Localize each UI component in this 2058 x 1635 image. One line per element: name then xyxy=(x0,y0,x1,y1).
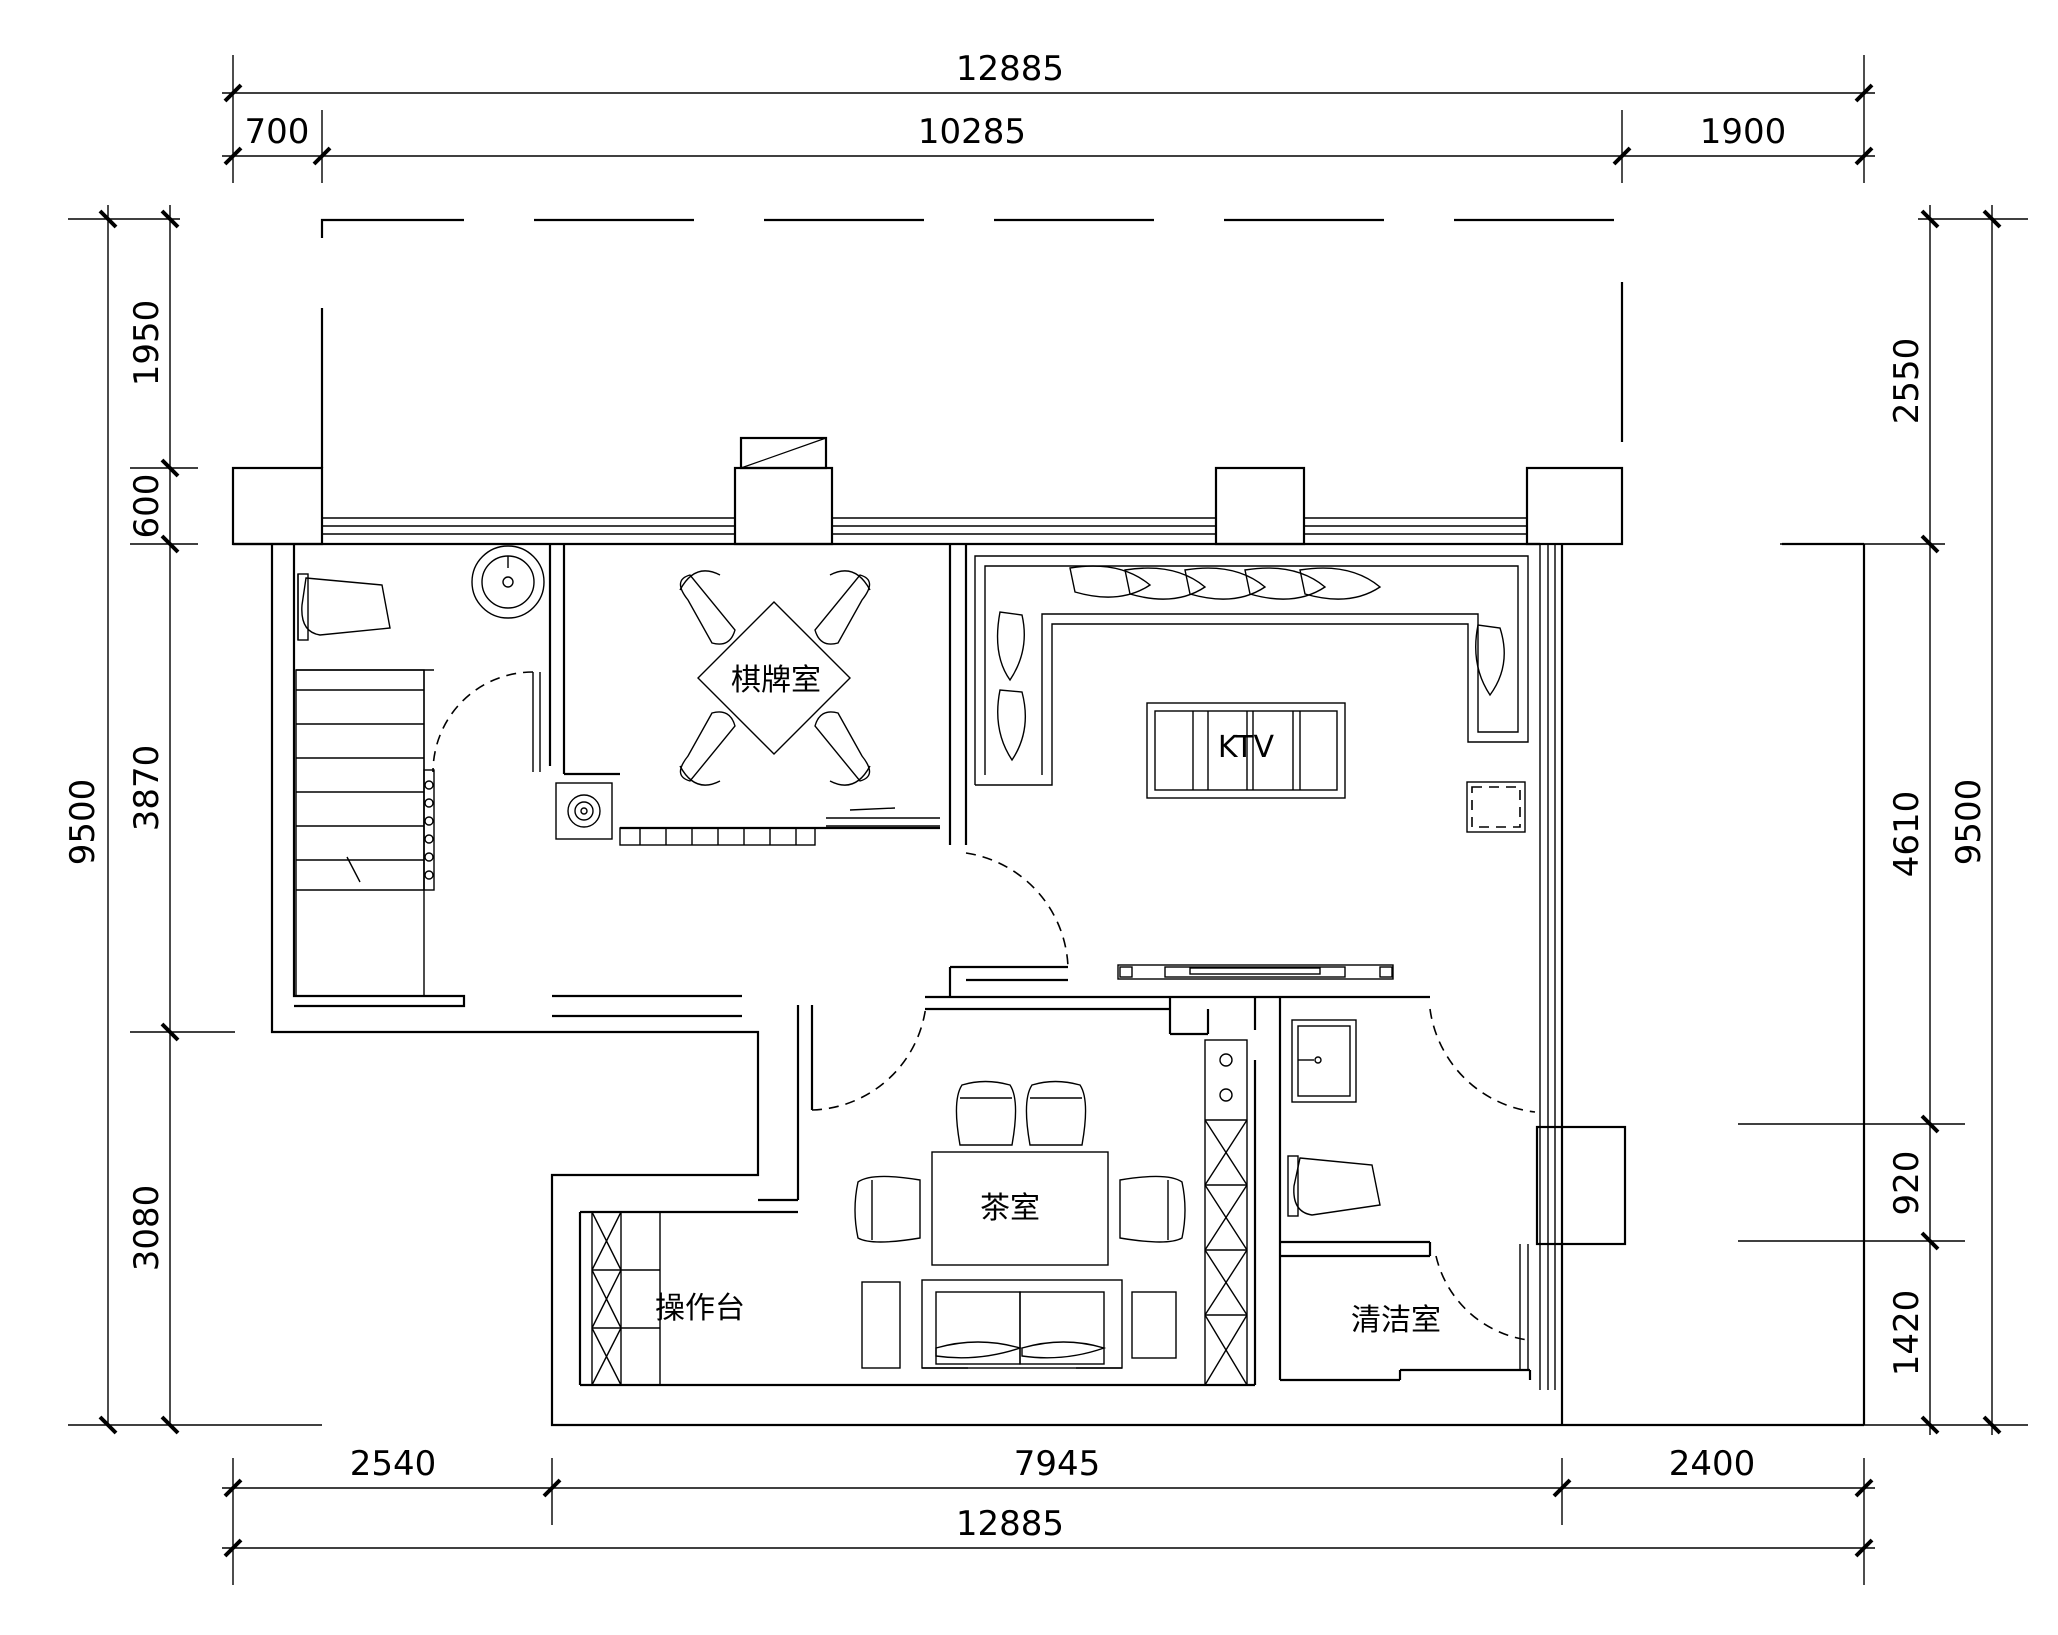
side-table-right xyxy=(1131,1291,1177,1359)
chess-chair-se xyxy=(814,711,871,786)
basin-icon xyxy=(471,545,545,619)
dim-bottom-left: 2540 xyxy=(350,1444,437,1484)
entry-fixtures xyxy=(297,545,613,840)
drain-icon xyxy=(555,782,613,840)
tall-cabinet xyxy=(1204,1039,1248,1386)
tea-table xyxy=(931,1151,1109,1266)
bathroom: 清洁室 xyxy=(1287,1008,1536,1370)
side-table-left xyxy=(861,1281,901,1369)
pilaster-mid xyxy=(1214,466,1306,546)
dim-right-1: 2550 xyxy=(1887,338,1927,425)
walls xyxy=(231,436,1866,1427)
toilet-icon xyxy=(301,577,391,636)
right-pier xyxy=(1535,1125,1627,1246)
chess-chair-nw xyxy=(679,570,736,645)
speaker-icon xyxy=(1466,781,1526,833)
chimney-top xyxy=(739,436,828,470)
ktv-table xyxy=(1146,702,1346,799)
dim-right-4: 1420 xyxy=(1887,1290,1927,1377)
dim-bottom-middle: 7945 xyxy=(1014,1444,1101,1484)
tv-console xyxy=(1117,964,1394,980)
stairs xyxy=(295,669,435,997)
chess-chair-sw xyxy=(679,711,736,786)
dim-left-total: 9500 xyxy=(63,779,103,866)
dimension-lines xyxy=(68,55,2028,1585)
dim-bottom-right: 2400 xyxy=(1669,1444,1756,1484)
tea-room: 操作台 茶室 xyxy=(591,1004,1248,1386)
dim-top-left: 700 xyxy=(245,112,310,152)
dim-left-3: 3870 xyxy=(127,745,167,832)
dim-top-middle: 10285 xyxy=(918,112,1026,152)
dim-right-3: 920 xyxy=(1887,1151,1927,1216)
dim-top-right: 1900 xyxy=(1700,112,1787,152)
room-label-counter: 操作台 xyxy=(655,1291,745,1326)
room-label-cleaning: 清洁室 xyxy=(1351,1303,1441,1338)
counter-cabinet xyxy=(591,1211,661,1386)
bath-toilet-icon xyxy=(1293,1157,1381,1216)
chess-chair-ne xyxy=(814,570,871,645)
ktv-room: KTV xyxy=(965,555,1529,980)
dim-bottom-total: 12885 xyxy=(956,1504,1064,1544)
tea-chair-4 xyxy=(1119,1175,1186,1243)
dim-left-2: 600 xyxy=(127,474,167,539)
room-label-tea: 茶室 xyxy=(980,1191,1040,1226)
tea-chair-2 xyxy=(1025,1080,1087,1146)
dim-left-4: 3080 xyxy=(127,1185,167,1272)
tea-chair-1 xyxy=(955,1080,1017,1146)
pilaster-right xyxy=(1525,466,1624,546)
room-label-chess: 棋牌室 xyxy=(731,663,821,698)
pilaster-left xyxy=(231,466,324,546)
chimney xyxy=(733,466,834,546)
room-label-ktv: KTV xyxy=(1218,730,1275,765)
dim-top-total: 12885 xyxy=(956,49,1064,89)
dim-right-2: 4610 xyxy=(1887,791,1927,878)
tea-sofa xyxy=(921,1279,1123,1369)
dim-right-total: 9500 xyxy=(1949,779,1989,866)
dimension-labels: 12885 700 10285 1900 2540 7945 2400 1288… xyxy=(63,49,1989,1544)
sink-icon xyxy=(1291,1019,1357,1103)
terrace-outline xyxy=(320,218,1624,468)
tea-chair-3 xyxy=(854,1175,921,1243)
chess-table xyxy=(697,601,851,755)
dim-left-1: 1950 xyxy=(127,300,167,387)
chess-room: 棋牌室 xyxy=(619,570,940,846)
